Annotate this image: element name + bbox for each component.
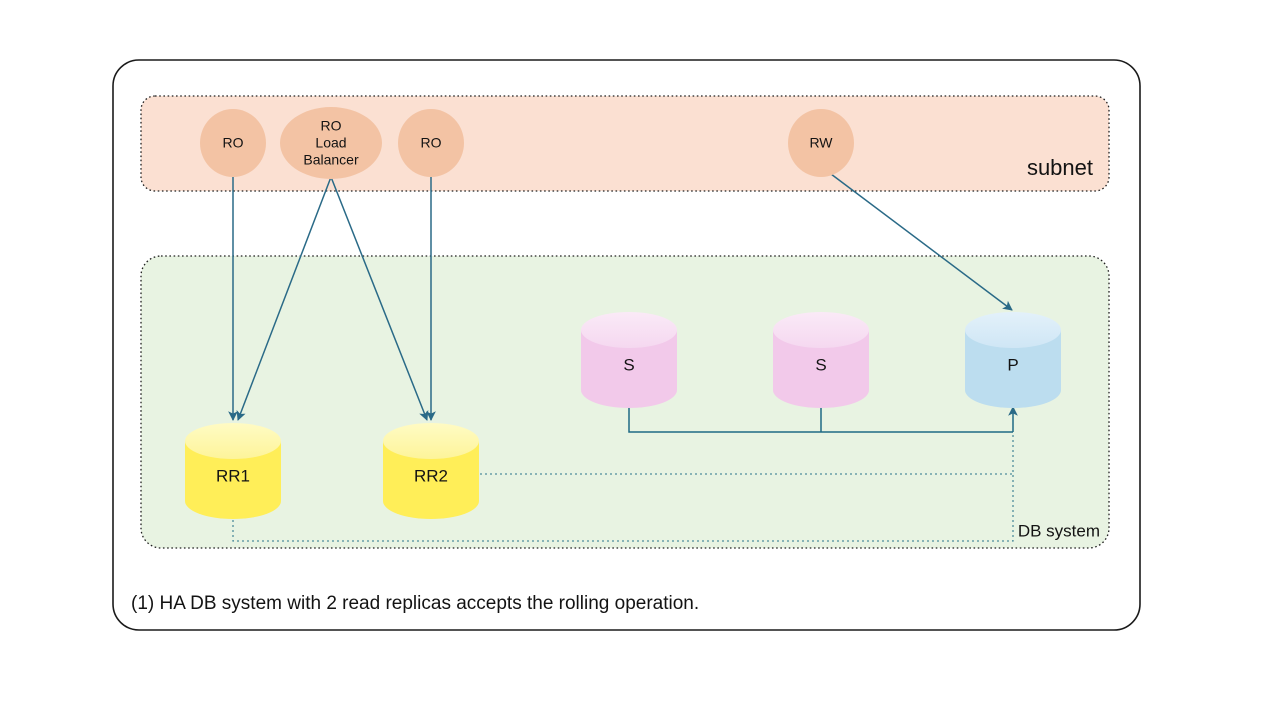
node-ro-right[interactable]: RO (398, 109, 464, 177)
s1-label: S (623, 355, 634, 374)
rr1-body (185, 441, 281, 519)
node-rr1[interactable]: RR1 (185, 423, 281, 519)
ro-load-balancer-label-line3: Balancer (303, 152, 359, 168)
node-ro-left[interactable]: RO (200, 109, 266, 177)
ro-right-label: RO (421, 135, 442, 151)
edge-lb-to-rr2 (330, 176, 429, 421)
ro-left-label: RO (223, 135, 244, 151)
rw-shape (788, 109, 854, 177)
node-ro-load-balancer[interactable]: RO Load Balancer (280, 107, 382, 179)
s2-label: S (815, 355, 826, 374)
s2-top (773, 312, 869, 348)
rr2-top (383, 423, 479, 459)
node-p[interactable]: P (965, 312, 1061, 408)
node-s2[interactable]: S (773, 312, 869, 408)
ro-load-balancer-shape (280, 107, 382, 179)
rr2-label: RR2 (414, 466, 448, 485)
rr2-body (383, 441, 479, 519)
p-body (965, 330, 1061, 408)
s1-body (581, 330, 677, 408)
figure-caption: (1) HA DB system with 2 read replicas ac… (131, 593, 699, 614)
edge-rr1-to-p-dotted (232, 474, 1014, 542)
edge-s1-to-bus (628, 405, 1013, 433)
s1-top (581, 312, 677, 348)
edge-rr2-to-p-dotted (480, 432, 1014, 475)
ro-left-shape (200, 109, 266, 177)
ro-right-shape (398, 109, 464, 177)
db-system-zone-label: DB system (1018, 521, 1100, 540)
rr1-label: RR1 (216, 466, 250, 485)
ro-load-balancer-label-line2: Load (315, 135, 346, 151)
edge-rw-to-p (826, 170, 1013, 311)
s2-body (773, 330, 869, 408)
subnet-zone-label: subnet (1027, 155, 1093, 180)
node-s1[interactable]: S (581, 312, 677, 408)
node-rw[interactable]: RW (788, 109, 854, 177)
subnet-zone (140, 95, 1110, 192)
rw-label: RW (809, 135, 833, 151)
edge-lb-to-rr1 (236, 176, 332, 421)
p-label: P (1007, 355, 1018, 374)
ro-load-balancer-label-line1: RO (321, 118, 342, 134)
node-rr2[interactable]: RR2 (383, 423, 479, 519)
p-top (965, 312, 1061, 348)
rr1-top (185, 423, 281, 459)
edge-layer (228, 170, 1018, 542)
